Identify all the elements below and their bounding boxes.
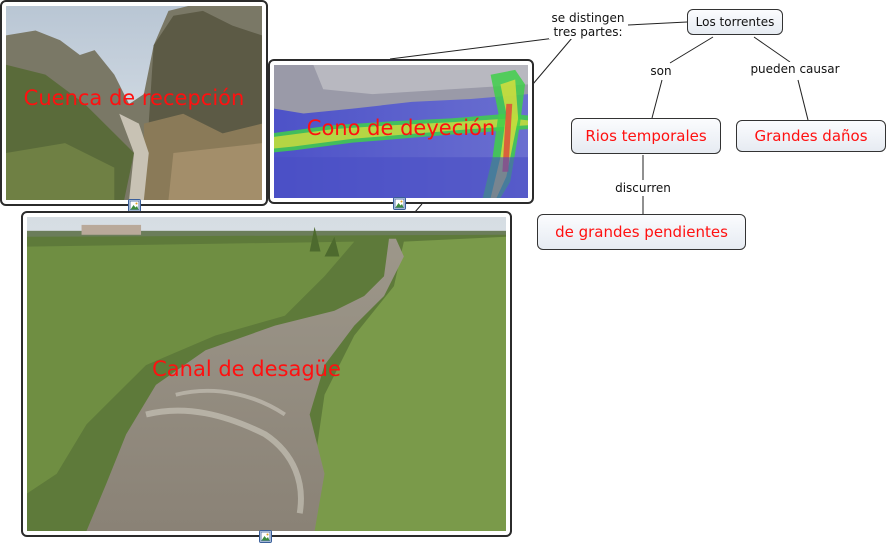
caption-cuenca: Cuenca de recepción — [23, 86, 245, 110]
concept-grandes-danos[interactable]: Grandes daños — [736, 120, 886, 152]
heatmap-aerial-photo — [274, 65, 528, 198]
mountain-valley-photo — [6, 6, 262, 200]
link-cono-canal — [414, 203, 423, 213]
image-resource-icon[interactable] — [393, 197, 406, 210]
image-canal-desague[interactable]: Canal de desagüe — [21, 211, 512, 537]
link-torrentes-distingen — [627, 21, 688, 26]
concept-los-torrentes[interactable]: Los torrentes — [687, 9, 783, 35]
image-resource-icon[interactable] — [259, 530, 272, 543]
linking-phrase-discurren: discurren — [610, 181, 676, 195]
link-torrentes-son — [669, 36, 714, 64]
link-torrentes-causar — [753, 36, 791, 63]
linking-phrase-line-2: tres partes: — [553, 25, 623, 39]
concept-rios-temporales[interactable]: Rios temporales — [571, 118, 721, 154]
link-distingen-cono — [389, 37, 556, 60]
link-distingen-cono-right — [532, 37, 573, 85]
image-cono-deyeccion[interactable]: Cono de deyeción — [268, 59, 534, 204]
link-son-rios — [651, 79, 663, 119]
linking-phrase-line-1: se distingen — [551, 11, 625, 25]
concept-grandes-pendientes[interactable]: de grandes pendientes — [537, 214, 746, 250]
image-cuenca-recepcion[interactable]: Cuenca de recepción — [0, 0, 268, 206]
caption-canal: Canal de desagüe — [152, 357, 341, 381]
link-causar-danos — [797, 79, 809, 121]
linking-phrase-son: son — [646, 64, 676, 78]
caption-cono: Cono de deyeción — [306, 116, 496, 140]
river-channel-photo — [27, 217, 506, 531]
linking-phrase-pueden-causar: pueden causar — [748, 62, 842, 76]
linking-phrase-se-distingen: se distingen tres partes: — [549, 11, 627, 39]
